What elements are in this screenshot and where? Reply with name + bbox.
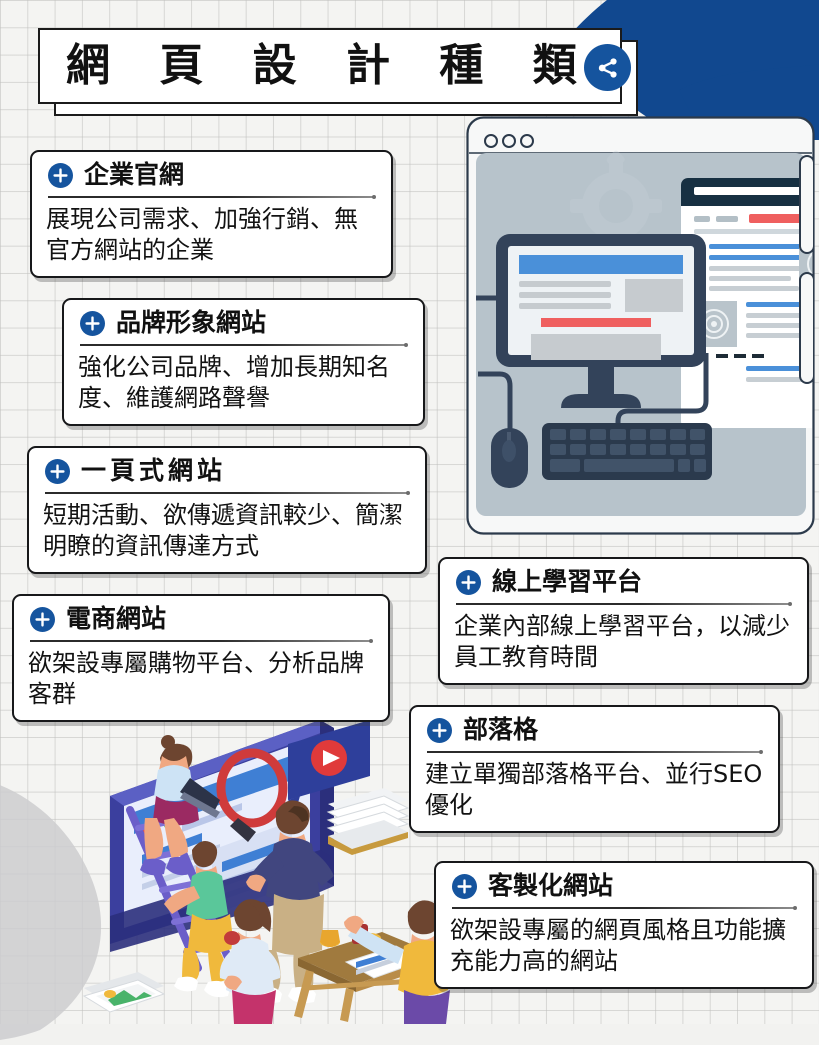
card-title: 電商網站	[66, 604, 167, 633]
card-title: 部落格	[463, 715, 539, 744]
card-header: 品牌形象網站	[78, 309, 409, 337]
card-body: 展現公司需求、加強行銷、無官方網站的企業	[46, 205, 358, 265]
page-title: 網 頁 設 計 種 類	[66, 40, 594, 91]
info-card-custom-site[interactable]: 客製化網站 欲架設專屬的網頁風格且功能擴充能力高的網站	[434, 861, 814, 990]
card-divider	[452, 906, 797, 910]
card-title: 品牌形象網站	[116, 308, 267, 337]
plus-circle-icon	[30, 606, 55, 632]
card-body: 欲架設專屬購物平台、分析品牌客群	[28, 649, 364, 709]
card-divider	[427, 750, 763, 754]
plus-circle-icon	[456, 569, 481, 595]
plus-circle-icon	[452, 873, 477, 899]
info-card-brand-image-site[interactable]: 品牌形象網站 強化公司品牌、增加長期知名度、維護網路聲譽	[62, 298, 425, 427]
info-card-online-learning-platform[interactable]: 線上學習平台 企業內部線上學習平台，以減少員工教育時間	[438, 557, 809, 686]
card-header: 線上學習平台	[454, 568, 793, 596]
title-box: 網 頁 設 計 種 類	[38, 28, 622, 104]
browser-window-desktop-illustration	[466, 116, 815, 535]
info-card-blog[interactable]: 部落格 建立單獨部落格平台、並行SEO優化	[409, 705, 780, 834]
plus-circle-icon	[48, 162, 73, 188]
share-icon	[598, 57, 617, 78]
share-button[interactable]	[584, 44, 631, 91]
card-divider	[80, 343, 408, 347]
card-header: 企業官網	[46, 161, 377, 189]
plus-circle-icon	[45, 458, 70, 484]
card-divider	[456, 602, 792, 606]
card-body: 欲架設專屬的網頁風格且功能擴充能力高的網站	[450, 916, 786, 976]
card-header: 部落格	[425, 716, 764, 744]
card-divider	[30, 639, 373, 643]
card-title: 一頁式網站	[81, 456, 227, 485]
card-body: 建立單獨部落格平台、並行SEO優化	[425, 760, 763, 820]
card-divider	[45, 491, 410, 495]
page-title-container: 網 頁 設 計 種 類	[38, 28, 638, 116]
card-title: 客製化網站	[488, 871, 614, 900]
card-header: 電商網站	[28, 605, 374, 633]
card-body: 短期活動、欲傳遞資訊較少、簡潔明瞭的資訊傳達方式	[43, 501, 403, 561]
card-header: 一頁式網站	[43, 457, 411, 485]
card-body: 企業內部線上學習平台，以減少員工教育時間	[454, 612, 790, 672]
card-title: 企業官網	[84, 160, 185, 189]
info-card-corporate-site[interactable]: 企業官網 展現公司需求、加強行銷、無官方網站的企業	[30, 150, 393, 279]
plus-circle-icon	[80, 310, 105, 336]
plus-circle-icon	[427, 717, 452, 743]
card-divider	[48, 195, 376, 199]
team-website-illustration	[82, 720, 450, 1024]
card-header: 客製化網站	[450, 872, 798, 900]
card-body: 強化公司品牌、增加長期知名度、維護網路聲譽	[78, 353, 390, 413]
info-card-ecommerce-site[interactable]: 電商網站 欲架設專屬購物平台、分析品牌客群	[12, 594, 390, 723]
card-title: 線上學習平台	[492, 567, 643, 596]
info-card-one-page-site[interactable]: 一頁式網站 短期活動、欲傳遞資訊較少、簡潔明瞭的資訊傳達方式	[27, 446, 427, 575]
